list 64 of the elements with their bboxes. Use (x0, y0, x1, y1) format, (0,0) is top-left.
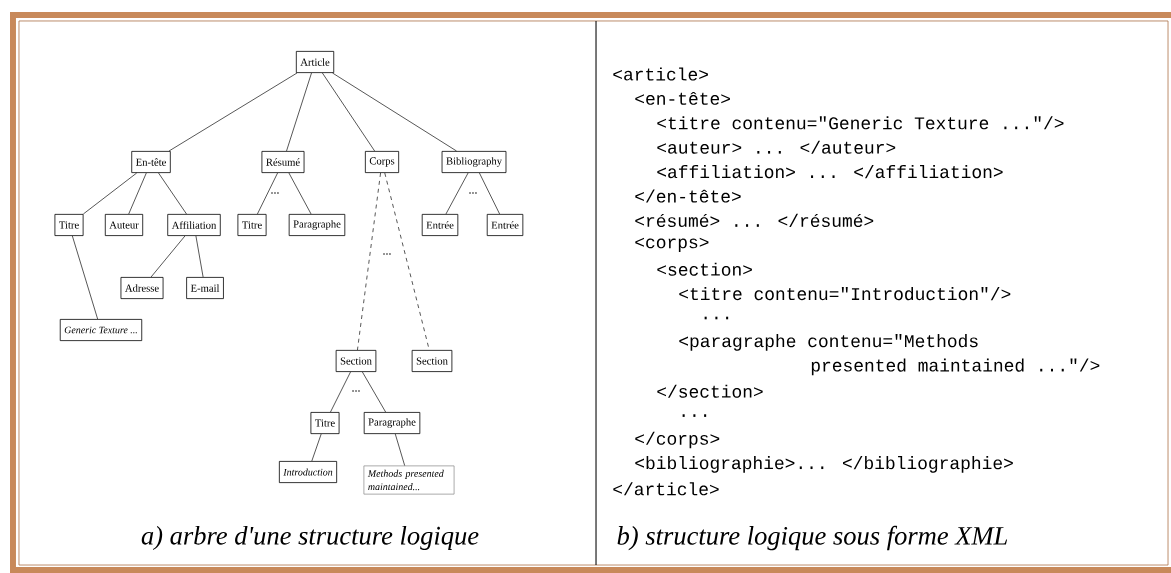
tree-box: Section (411, 349, 453, 372)
code-line: <bibliographie>... </bibliographie> (635, 456, 1013, 473)
tree-box: Section (335, 349, 377, 372)
code-line: </corps> (635, 431, 720, 449)
code-line: <titre contenu="Generic Texture ..."/> (657, 116, 1064, 130)
tree-line (394, 433, 405, 466)
caption: a) arbre d'une structure logique (141, 526, 479, 550)
tree-line (150, 235, 186, 278)
code-line: <paragraphe contenu="Methods (679, 334, 978, 351)
code-line: <affiliation> ... </affiliation> (657, 165, 1003, 179)
code-line: ... (682, 414, 707, 417)
code-line: </section> (657, 384, 763, 398)
tree-line (311, 433, 322, 462)
tree-box: Titre (54, 213, 84, 236)
tree-box: Entrée (486, 213, 524, 236)
ellipsis: ... (469, 192, 477, 194)
tree-line (195, 235, 204, 278)
tree-line (322, 72, 375, 152)
text-box: Generic Texture ... (59, 319, 143, 341)
tree-line (332, 72, 457, 152)
tree-box: Auteur (104, 213, 144, 236)
tree-box: Entrée (421, 213, 459, 236)
code-line: ... (704, 316, 729, 320)
tree-line (168, 72, 298, 152)
caption: b) structure logique sous forme XML (617, 525, 1008, 551)
tree-line (479, 172, 500, 215)
code-line: <section> (657, 262, 752, 276)
code-line: <corps> (635, 237, 709, 252)
tree-line (357, 172, 381, 351)
tree-box: Paragraphe (288, 213, 346, 236)
code-line: presented maintained ..."/> (811, 358, 1100, 376)
tree-box: Résumé (261, 151, 305, 173)
tree-box: Titre (310, 412, 340, 435)
text-box: Methods presented maintained... (363, 465, 455, 495)
tree-line (257, 172, 278, 215)
code-line: <auteur> ... </auteur> (657, 140, 896, 154)
tree-line (445, 172, 469, 215)
tree-box: En-tête (131, 151, 171, 173)
tree-line (158, 172, 187, 215)
tree-box: Article (295, 51, 335, 73)
tree-box: Titre (237, 213, 267, 236)
text-box: Introduction (278, 461, 338, 483)
code-line: </en-tête> (635, 189, 741, 203)
tree-line (330, 371, 351, 413)
tree-box: Paragraphe (363, 412, 421, 435)
tree-line (128, 172, 147, 215)
tree-box: Corps (364, 151, 400, 173)
ellipsis: ... (271, 192, 279, 194)
tree-box: E-mail (186, 277, 224, 299)
tree-line (72, 235, 98, 320)
tree-box: Affiliation (167, 213, 221, 236)
code-line: <résumé> ... </résumé> (635, 213, 874, 227)
ellipsis: ... (352, 390, 360, 392)
code-line: <article> (613, 67, 708, 81)
tree-line (286, 72, 312, 152)
code-line: </article> (613, 482, 719, 496)
tree-line (362, 371, 386, 413)
ellipsis: ... (383, 253, 391, 255)
tree-box: Bibliography (441, 151, 507, 173)
code-line: <en-tête> (635, 91, 730, 105)
code-line: <titre contenu="Introduction"/> (679, 287, 1011, 301)
tree-box: Adresse (120, 277, 164, 299)
tree-line (83, 172, 137, 215)
tree-line (288, 172, 312, 215)
